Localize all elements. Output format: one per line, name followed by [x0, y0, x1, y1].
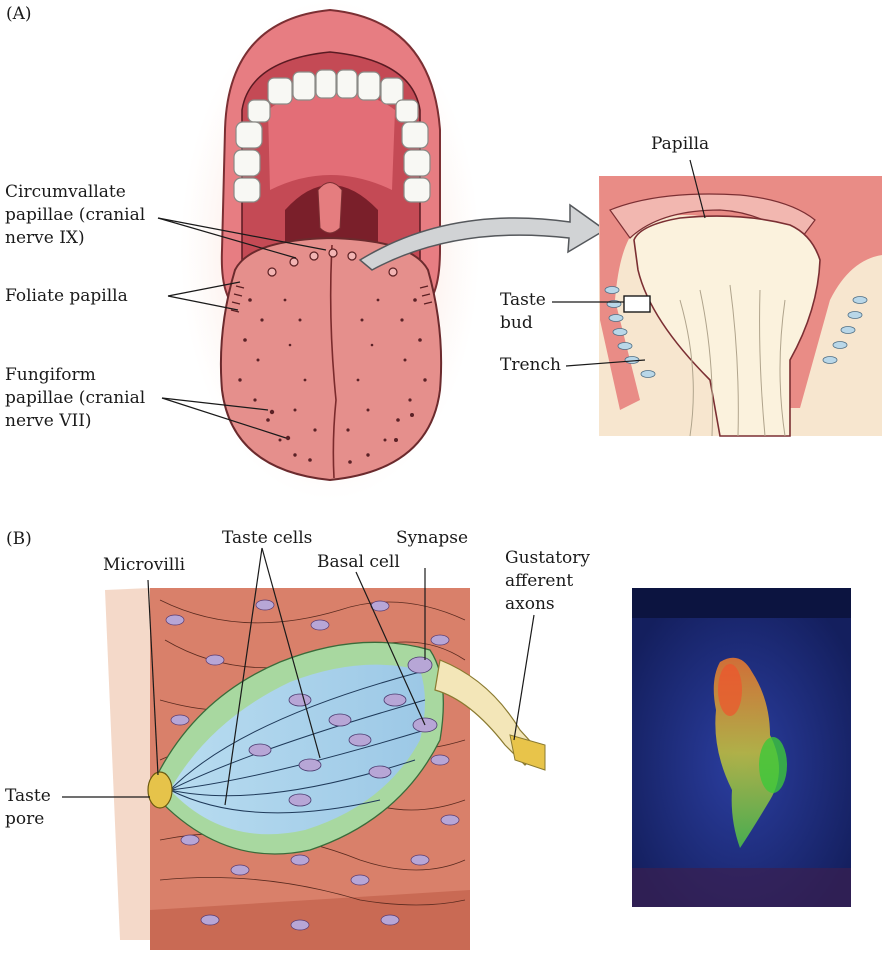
panel-b-letter: (B) [6, 529, 32, 549]
fungiform-label-line-3: nerve VII) [5, 411, 92, 432]
gustatory-label-line-1: Gustatory [505, 548, 590, 569]
circumvallate-label-line-3: nerve IX) [5, 228, 85, 249]
circumvallate-label-line-1: Circumvallate [5, 182, 126, 203]
fluorescence-micrograph [632, 588, 851, 907]
gustatory-label-line-3: axons [505, 594, 555, 615]
taste-bud-label-line-1: Taste [500, 290, 546, 311]
basal-cell-label: Basal cell [317, 552, 400, 573]
fungiform-label-line-2: papillae (cranial [5, 388, 145, 409]
taste-pore-label-line-1: Taste [5, 786, 51, 807]
taste-pore-label-line-2: pore [5, 809, 44, 830]
taste-bud-block [105, 588, 545, 950]
gustatory-label-line-2: afferent [505, 571, 573, 592]
foliate-papilla-label: Foliate papilla [5, 286, 128, 307]
trench-label: Trench [500, 355, 561, 376]
circumvallate-label-line-2: papillae (cranial [5, 205, 145, 226]
fungiform-label-line-1: Fungiform [5, 365, 96, 386]
papilla-inset [599, 176, 882, 436]
taste-bud-label-line-2: bud [500, 313, 533, 334]
tongue-illustration [221, 238, 441, 480]
synapse-label: Synapse [396, 528, 468, 549]
panel-a-letter: (A) [6, 4, 32, 24]
taste-cells-label: Taste cells [222, 528, 312, 549]
papilla-label: Papilla [651, 134, 709, 155]
microvilli-label: Microvilli [103, 555, 185, 576]
